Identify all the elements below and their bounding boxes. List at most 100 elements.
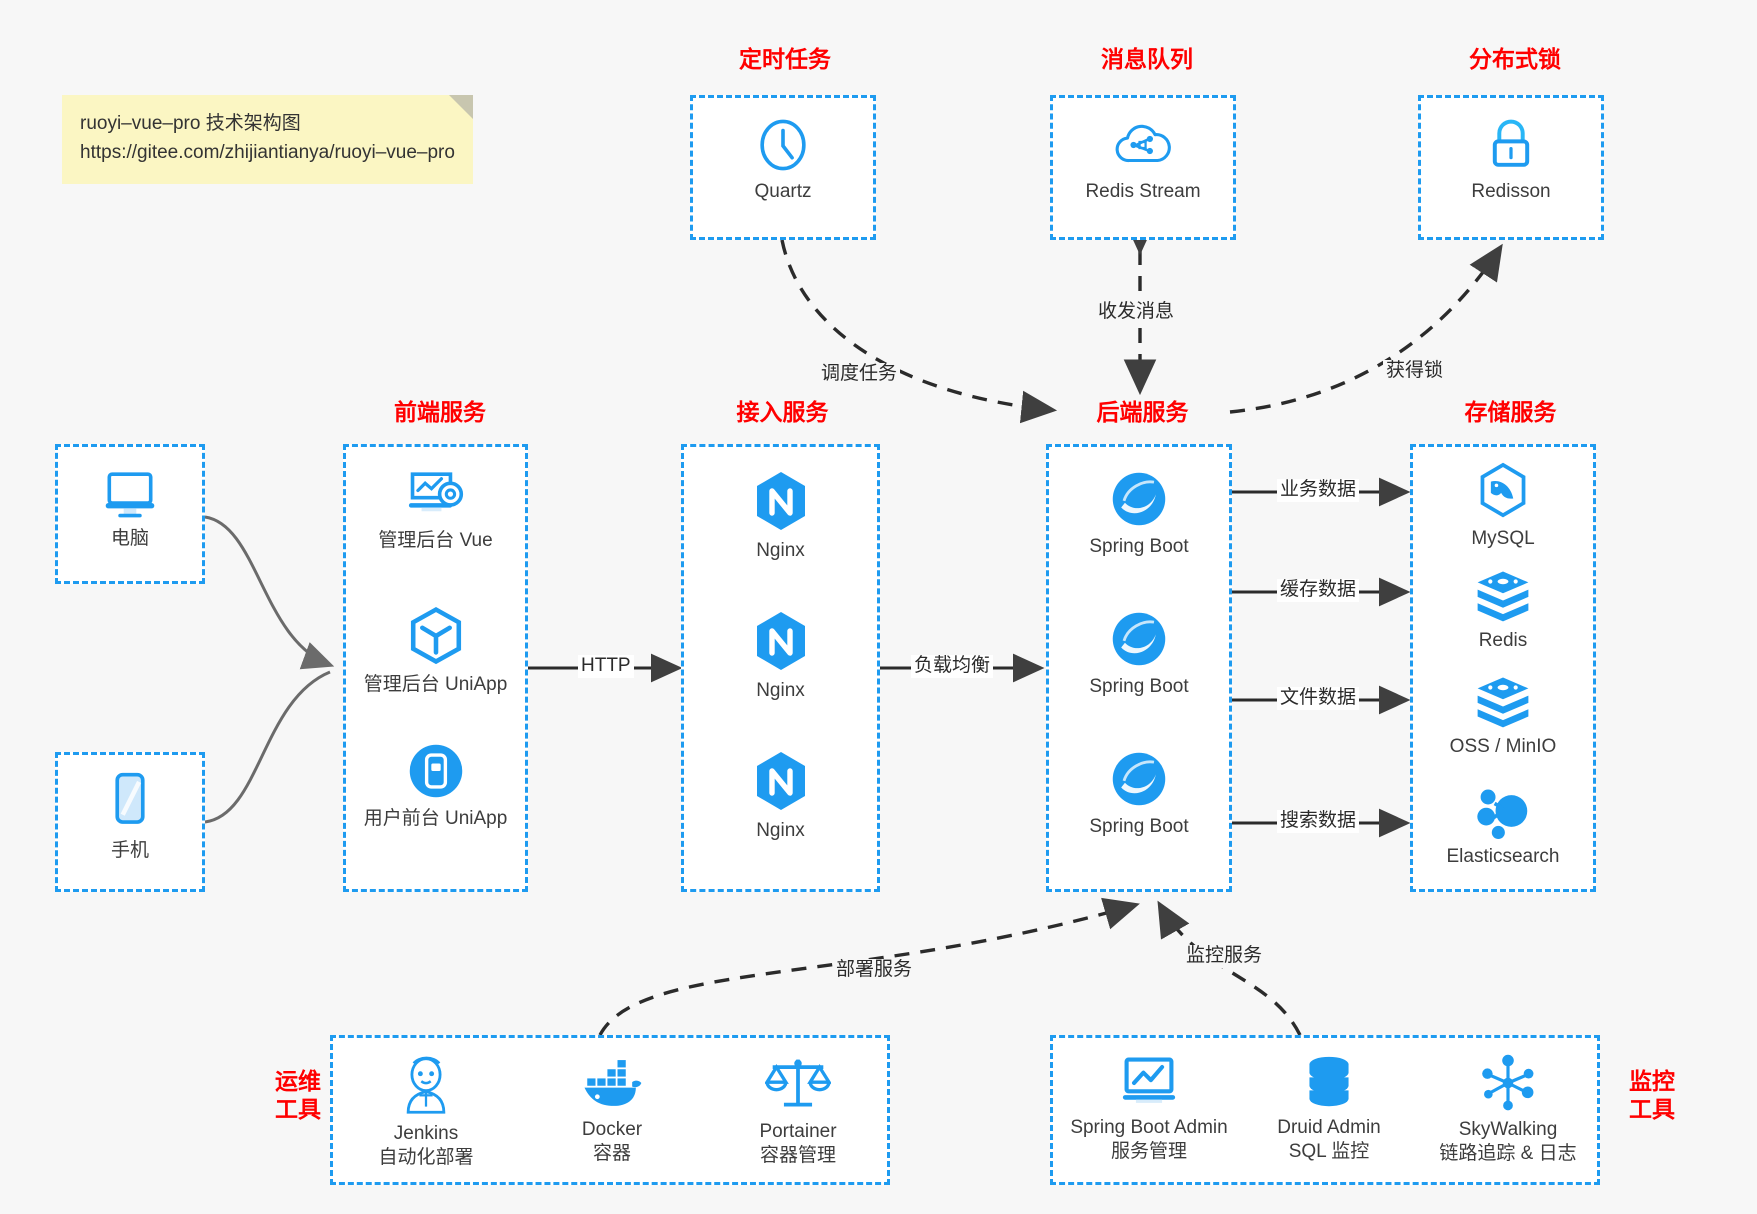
diagram-note: ruoyi–vue–pro 技术架构图 https://gitee.com/zh… (62, 95, 473, 184)
group-title-frontend: 前端服务 (394, 399, 486, 425)
node-nginx-2[interactable]: Nginx (684, 609, 877, 703)
group-box-scheduler: Quartz (690, 95, 876, 240)
node-label: MySQL (1471, 528, 1535, 549)
node-skywalking[interactable]: SkyWalking 链路追踪 & 日志 (1413, 1054, 1603, 1166)
node-label: Nginx (756, 680, 805, 701)
node-label: SkyWalking (1458, 1119, 1558, 1140)
spring-icon (1049, 469, 1229, 529)
oss-icon (1413, 675, 1593, 729)
edge-label-schedule-task: 调度任务 (818, 363, 901, 386)
edge-label-load-balance: 负载均衡 (911, 655, 994, 678)
nginx-icon (684, 469, 877, 533)
edge-label-deploy-service: 部署服务 (833, 959, 916, 982)
note-line-url: https://gitee.com/zhijiantianya/ruoyi–vu… (80, 142, 455, 164)
node-nginx-3[interactable]: Nginx (684, 749, 877, 843)
node-sublabel: 容器 (592, 1142, 631, 1164)
node-label: Redis Stream (1085, 181, 1201, 202)
edge-monitor-to-backend (1157, 900, 1302, 1036)
node-label: 管理后台 Vue (378, 530, 493, 551)
group-title-gateway: 接入服务 (736, 399, 829, 425)
node-label: Druid Admin (1277, 1117, 1381, 1138)
node-redis[interactable]: Redis (1413, 569, 1593, 653)
node-portainer[interactable]: Portainer 容器管理 (705, 1054, 891, 1168)
group-title-backend: 后端服务 (1096, 399, 1189, 425)
node-jenkins[interactable]: Jenkins 自动化部署 (333, 1054, 519, 1170)
node-label: OSS / MinIO (1449, 736, 1557, 757)
node-spring-boot-2[interactable]: Spring Boot (1049, 609, 1229, 699)
node-label: Nginx (756, 540, 805, 561)
note-fold-corner (448, 95, 473, 119)
group-box-storage: MySQL Redis (1410, 444, 1596, 892)
node-admin-vue[interactable]: 管理后台 Vue (346, 467, 525, 553)
mobile-icon (58, 771, 202, 833)
dashboard-icon (346, 467, 525, 523)
group-box-frontend: 管理后台 Vue 管理后台 UniApp 用户前台 UniApp (343, 444, 528, 892)
node-spring-boot-1[interactable]: Spring Boot (1049, 469, 1229, 559)
node-label: Redisson (1471, 181, 1551, 202)
edge-label-monitor-service: 监控服务 (1183, 945, 1266, 968)
monitor-chart-icon (1053, 1054, 1245, 1110)
edge-label-acquire-lock: 获得锁 (1383, 360, 1447, 383)
cube-icon (346, 605, 525, 667)
node-mysql[interactable]: MySQL (1413, 461, 1593, 551)
group-title-devops-line2: 工具 (275, 1096, 321, 1123)
node-spring-boot-3[interactable]: Spring Boot (1049, 749, 1229, 839)
group-box-lock: Redisson (1418, 95, 1604, 240)
node-label: Redis (1478, 630, 1528, 651)
node-label: 管理后台 UniApp (363, 674, 508, 695)
group-title-monitor-line2: 工具 (1629, 1096, 1675, 1123)
node-label: Elasticsearch (1446, 846, 1560, 867)
node-admin-uniapp[interactable]: 管理后台 UniApp (346, 605, 525, 697)
clock-icon (693, 116, 873, 174)
docker-icon (519, 1054, 705, 1112)
group-box-monitor: Spring Boot Admin 服务管理 Druid Admin SQL 监… (1050, 1035, 1600, 1185)
node-user-uniapp[interactable]: 用户前台 UniApp (346, 741, 525, 831)
node-quartz[interactable]: Quartz (693, 116, 873, 204)
group-title-monitor: 监控 工具 (1612, 1067, 1692, 1123)
edge-label-business-data: 业务数据 (1277, 479, 1360, 502)
redis-icon (1413, 569, 1593, 623)
group-box-client-mobile: 手机 (55, 752, 205, 892)
mysql-icon (1413, 461, 1593, 521)
node-redisson[interactable]: Redisson (1421, 116, 1601, 204)
node-docker[interactable]: Docker 容器 (519, 1054, 705, 1166)
group-box-mq: Redis Stream (1050, 95, 1236, 240)
group-box-devops: Jenkins 自动化部署 Docker 容器 (330, 1035, 890, 1185)
node-mobile[interactable]: 手机 (58, 771, 202, 863)
node-sublabel: 容器管理 (759, 1144, 836, 1166)
edge-label-send-receive-message: 收发消息 (1095, 301, 1178, 324)
node-label: Spring Boot (1089, 816, 1189, 837)
node-sublabel: 链路追踪 & 日志 (1439, 1142, 1577, 1164)
node-label: Spring Boot (1089, 536, 1189, 557)
note-line-title: ruoyi–vue–pro 技术架构图 (80, 113, 301, 134)
node-redis-stream[interactable]: Redis Stream (1053, 116, 1233, 204)
group-title-devops: 运维 工具 (258, 1067, 338, 1123)
group-title-devops-line1: 运维 (275, 1068, 321, 1094)
node-nginx-1[interactable]: Nginx (684, 469, 877, 563)
spring-icon (1049, 749, 1229, 809)
group-title-scheduler: 定时任务 (739, 46, 831, 72)
lock-icon (1421, 116, 1601, 174)
node-sublabel: 自动化部署 (378, 1146, 474, 1168)
node-label: Jenkins (393, 1123, 459, 1144)
nginx-icon (684, 749, 877, 813)
edge-backend-to-lock (1229, 243, 1503, 414)
node-label: Docker (581, 1119, 643, 1140)
node-label: Spring Boot (1089, 676, 1189, 697)
group-box-client-desktop: 电脑 (55, 444, 205, 584)
group-title-storage: 存储服务 (1464, 399, 1557, 425)
node-spring-boot-admin[interactable]: Spring Boot Admin 服务管理 (1053, 1054, 1245, 1164)
node-oss-minio[interactable]: OSS / MinIO (1413, 675, 1593, 759)
scales-icon (705, 1054, 891, 1114)
app-icon (346, 741, 525, 801)
node-desktop[interactable]: 电脑 (58, 467, 202, 551)
node-druid-admin[interactable]: Druid Admin SQL 监控 (1245, 1054, 1413, 1164)
group-title-mq: 消息队列 (1101, 46, 1193, 72)
edge-mobile-to-frontend (204, 670, 331, 824)
node-label: Nginx (756, 820, 805, 841)
cloud-stream-icon (1053, 116, 1233, 174)
node-label: Portainer (759, 1121, 837, 1142)
node-elasticsearch[interactable]: Elasticsearch (1413, 783, 1593, 869)
group-box-gateway: Nginx Nginx Nginx (681, 444, 880, 892)
edge-label-search-data: 搜索数据 (1277, 810, 1360, 833)
